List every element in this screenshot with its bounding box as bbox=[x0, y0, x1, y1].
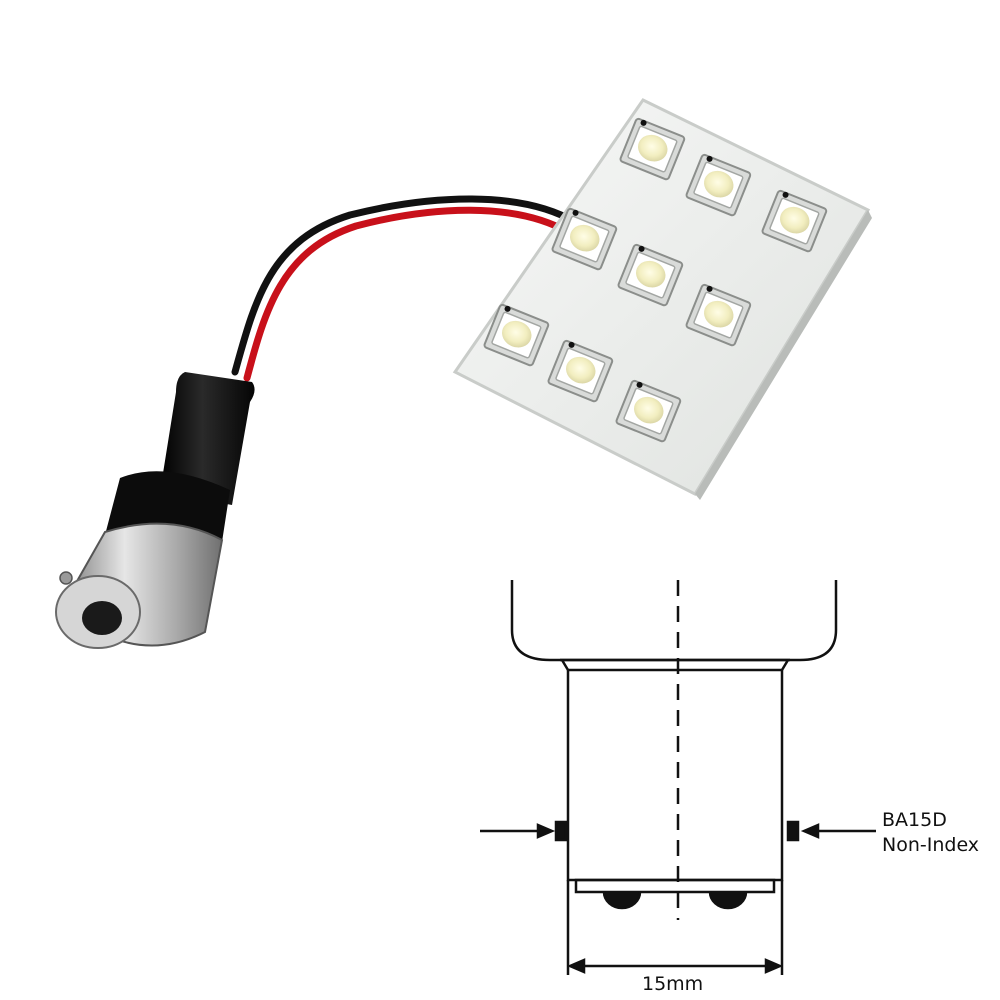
socket-adapter bbox=[55, 372, 255, 649]
led-chip bbox=[615, 379, 682, 443]
arrow-left-head bbox=[536, 823, 556, 839]
led-chip bbox=[617, 243, 684, 307]
contact-right bbox=[708, 891, 748, 910]
base-bottom-plate bbox=[574, 878, 776, 894]
led-chip bbox=[547, 339, 614, 403]
led-chip bbox=[483, 303, 550, 367]
base-spec-label: BA15D Non-Index bbox=[882, 808, 979, 858]
dim-arrow-left bbox=[566, 958, 586, 974]
contact-left bbox=[602, 891, 642, 910]
dimension-label: 15mm bbox=[642, 973, 704, 995]
wire-pair bbox=[231, 195, 579, 382]
base-variant-text: Non-Index bbox=[882, 834, 980, 856]
led-chip bbox=[761, 189, 828, 253]
base-contact bbox=[82, 601, 122, 635]
bayonet-pin bbox=[59, 571, 73, 585]
base-body bbox=[566, 668, 784, 882]
pcb-edge bbox=[695, 210, 872, 500]
pin-left bbox=[554, 820, 568, 842]
led-chip bbox=[685, 153, 752, 217]
arrow-right-head bbox=[800, 823, 820, 839]
black-wire bbox=[231, 195, 579, 376]
rubber-sleeve bbox=[160, 372, 255, 505]
collar-shoulders bbox=[560, 659, 790, 671]
led-chip bbox=[619, 117, 686, 181]
dim-arrow-right bbox=[764, 958, 784, 974]
led-chip bbox=[685, 283, 752, 347]
pin-right bbox=[786, 820, 800, 842]
led-chip bbox=[551, 207, 618, 271]
led-array bbox=[483, 117, 828, 443]
base-type-text: BA15D bbox=[882, 809, 947, 831]
red-wire bbox=[243, 206, 572, 382]
bulb-outline bbox=[510, 580, 838, 662]
base-diagram bbox=[480, 580, 876, 975]
